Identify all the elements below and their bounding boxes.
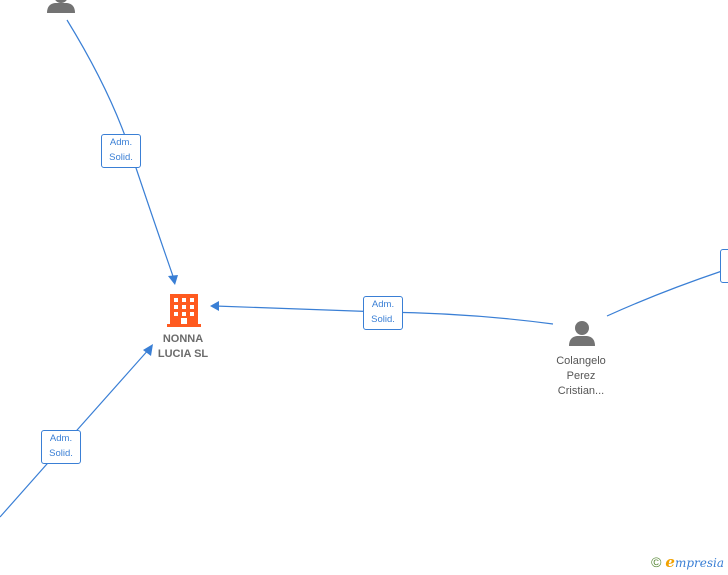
company-name-line2: LUCIA SL xyxy=(157,348,209,360)
person-icon[interactable] xyxy=(47,0,75,13)
edge-middle-arrowhead xyxy=(210,301,219,311)
edge-top-arrowhead xyxy=(168,275,178,285)
edge-label-line1: Adm. xyxy=(371,299,395,310)
edge-label-line2: Solid. xyxy=(371,314,395,325)
edge-label-line2: Solid. xyxy=(49,448,73,459)
edge-bottom-arrowhead xyxy=(143,344,153,356)
person-icon[interactable] xyxy=(569,321,595,346)
brand-logo[interactable]: empresia xyxy=(665,553,724,571)
brand-initial: e xyxy=(665,553,675,571)
company-name-line1: NONNA xyxy=(162,333,204,345)
brand-rest: mpresia xyxy=(674,556,724,570)
edge-label-line1: Adm. xyxy=(109,137,133,148)
edge-label-middle[interactable]: Adm. Solid. xyxy=(363,296,403,330)
person-name-line1: Colangelo xyxy=(556,355,606,367)
company-name[interactable]: NONNA LUCIA SL xyxy=(138,332,228,362)
edge-label-line1: Adm. xyxy=(49,433,73,444)
edge-person-to-right xyxy=(606,270,723,317)
edge-label-right-cropped[interactable] xyxy=(720,249,728,283)
person-name[interactable]: Colangelo Perez Cristian... xyxy=(536,354,626,399)
person-name-line2: Perez xyxy=(566,370,596,382)
building-icon[interactable] xyxy=(167,294,201,327)
footer-brand: © empresia xyxy=(651,553,724,571)
person-name-line3: Cristian... xyxy=(557,385,605,397)
edge-label-line2: Solid. xyxy=(109,152,133,163)
copyright-icon: © xyxy=(651,554,662,570)
edge-label-bottom[interactable]: Adm. Solid. xyxy=(41,430,81,464)
edge-label-top[interactable]: Adm. Solid. xyxy=(101,134,141,168)
